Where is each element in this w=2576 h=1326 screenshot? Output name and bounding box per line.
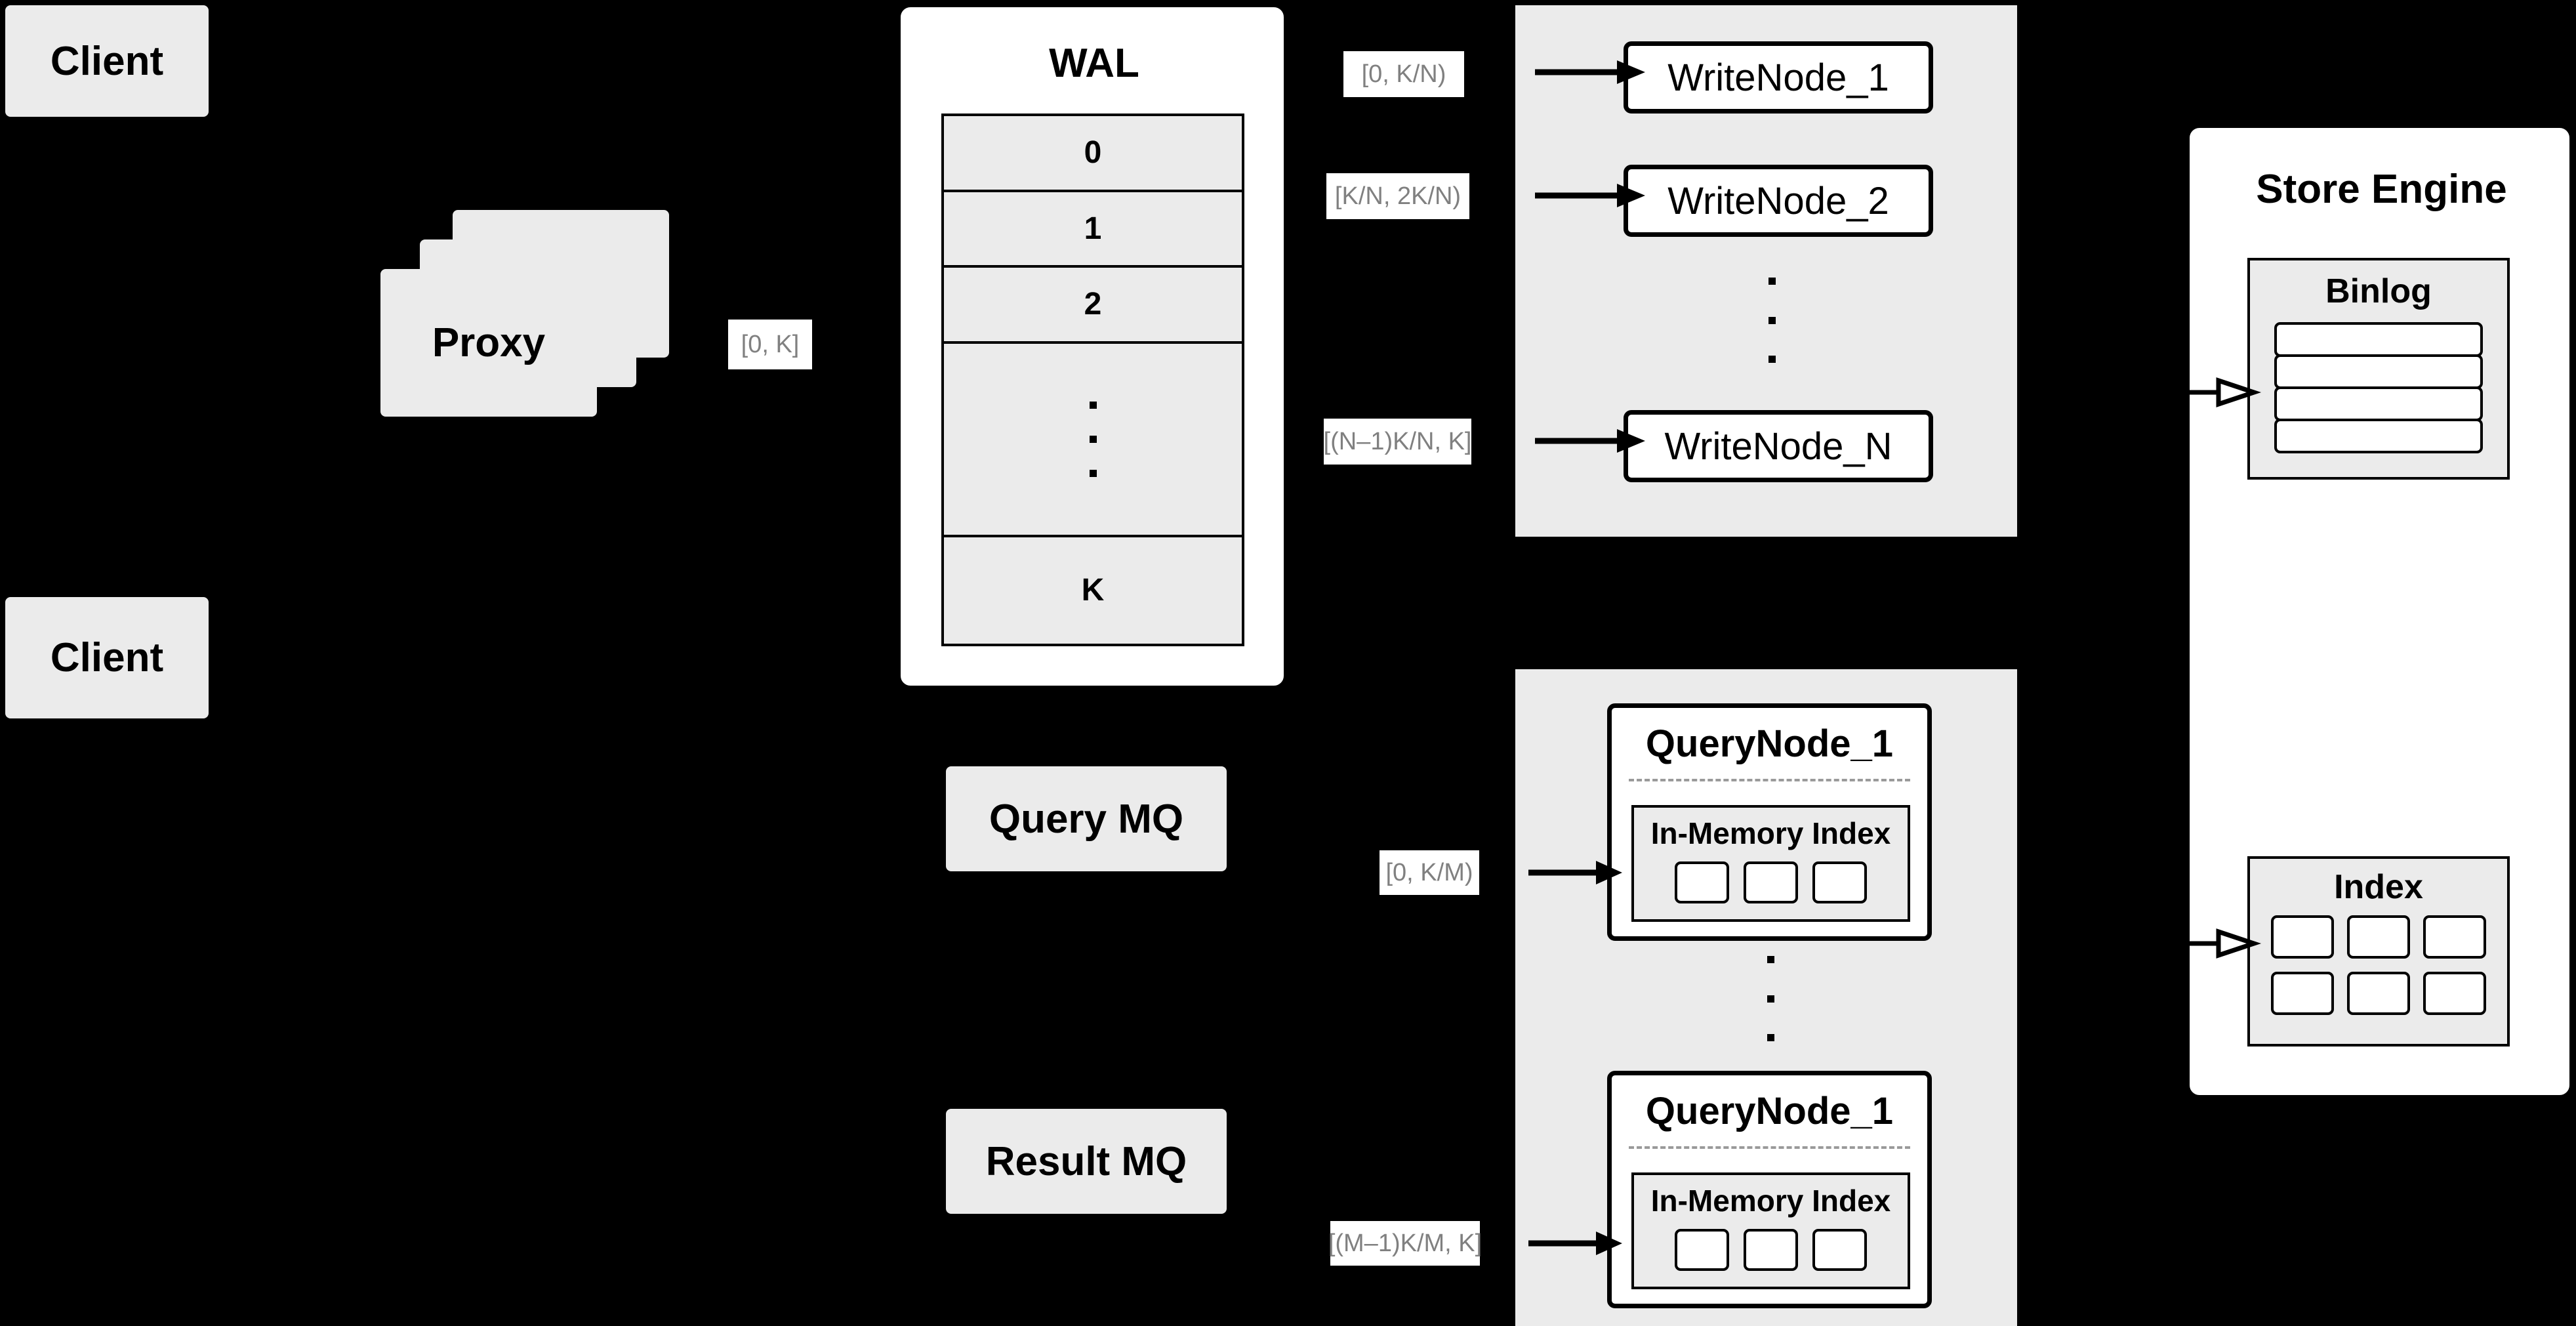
store-engine-panel: Store Engine Binlog Index	[2188, 126, 2571, 1097]
query-node-2[interactable]: QueryNode_1 In-Memory Index	[1607, 1071, 1932, 1308]
write-node-1-label: WriteNode_1	[1667, 56, 1889, 99]
wal-table: 0 1 2 K	[941, 114, 1244, 646]
query-node-2-divider	[1629, 1146, 1910, 1149]
edge-label-write-2: [K/N, 2K/N)	[1326, 173, 1469, 219]
write-node-n-label: WriteNode_N	[1664, 425, 1892, 468]
query-node-2-title: QueryNode_1	[1645, 1089, 1894, 1132]
in-memory-index-title-2: In-Memory Index	[1650, 1184, 1891, 1218]
index-segment-cell	[1812, 861, 1867, 903]
wal-ellipsis-icon	[1089, 401, 1097, 477]
write-node-group: WriteNode_1 WriteNode_2 WriteNode_N	[1515, 5, 2017, 537]
wal-title: WAL	[1049, 40, 1139, 86]
store-index-cell	[2271, 972, 2334, 1015]
index-segment-cell	[1744, 1229, 1798, 1271]
binlog-entry	[2274, 354, 2483, 389]
store-index-cell	[2271, 915, 2334, 959]
proxy-stack[interactable]: Proxy	[380, 210, 682, 433]
query-node-ellipsis-icon	[1767, 956, 1774, 1041]
arrow-to-write-node-1	[1535, 60, 1645, 84]
store-index-title: Index	[2334, 868, 2423, 906]
wal-row-1: 1	[944, 192, 1242, 268]
client-node-2[interactable]: Client	[5, 597, 209, 718]
binlog-panel: Binlog	[2247, 258, 2510, 480]
client-label-2: Client	[50, 635, 164, 680]
arrow-to-store-index	[2186, 928, 2262, 959]
query-mq-label: Query MQ	[989, 796, 1184, 842]
proxy-label: Proxy	[432, 320, 546, 365]
query-node-group: QueryNode_1 In-Memory Index	[1515, 669, 2017, 1326]
binlog-entry	[2274, 419, 2483, 453]
index-segment-cell	[1675, 1229, 1729, 1271]
index-segment-cell	[1675, 861, 1729, 903]
arrow-to-query-node-1	[1528, 861, 1622, 884]
binlog-title: Binlog	[2325, 272, 2432, 310]
query-node-2-in-memory-index: In-Memory Index	[1631, 1172, 1910, 1289]
index-segment-cell	[1812, 1229, 1867, 1271]
query-node-1-divider	[1629, 779, 1910, 781]
result-mq-label: Result MQ	[985, 1138, 1187, 1184]
wal-row-2: 2	[944, 268, 1242, 344]
store-index-panel: Index	[2247, 856, 2510, 1046]
arrow-to-query-node-2	[1528, 1232, 1622, 1255]
store-index-cell	[2347, 915, 2410, 959]
arrow-to-binlog	[2186, 377, 2262, 407]
edge-label-text: [0, K]	[741, 331, 800, 358]
write-node-ellipsis-icon	[1768, 278, 1776, 363]
edge-label-proxy-to-wal: [0, K]	[728, 320, 812, 369]
binlog-entry	[2274, 386, 2483, 421]
query-mq-node[interactable]: Query MQ	[946, 766, 1227, 871]
write-node-n[interactable]: WriteNode_N	[1624, 410, 1933, 482]
index-segment-cell	[1744, 861, 1798, 903]
arrow-to-write-node-n	[1535, 429, 1645, 453]
wal-row-ellipsis	[944, 343, 1242, 537]
client-node-1[interactable]: Client	[5, 5, 209, 117]
in-memory-index-title-1: In-Memory Index	[1650, 816, 1891, 850]
store-index-cell	[2423, 915, 2486, 959]
proxy-card-front[interactable]: Proxy	[380, 269, 597, 417]
query-node-1-title: QueryNode_1	[1645, 722, 1894, 765]
edge-label-write-n: [(N–1)K/N, K]	[1324, 419, 1471, 465]
store-index-cell	[2347, 972, 2410, 1015]
edge-label-query-1: [0, K/M)	[1380, 850, 1479, 895]
store-engine-title: Store Engine	[2256, 166, 2507, 212]
query-node-1-in-memory-index: In-Memory Index	[1631, 805, 1910, 922]
write-node-2-label: WriteNode_2	[1667, 179, 1889, 222]
wal-row-0: 0	[944, 116, 1242, 192]
wal-row-k: K	[944, 537, 1242, 644]
wal-panel: WAL 0 1 2 K	[899, 5, 1286, 688]
arrow-to-write-node-2	[1535, 184, 1645, 207]
edge-label-query-m: [(M–1)K/M, K]	[1328, 1221, 1482, 1266]
query-node-1[interactable]: QueryNode_1 In-Memory Index	[1607, 703, 1932, 941]
client-label-1: Client	[50, 38, 164, 84]
edge-label-write-1: [0, K/N)	[1343, 51, 1464, 97]
binlog-entry	[2274, 322, 2483, 357]
write-node-1[interactable]: WriteNode_1	[1624, 41, 1933, 114]
write-node-2[interactable]: WriteNode_2	[1624, 165, 1933, 237]
result-mq-node[interactable]: Result MQ	[946, 1109, 1227, 1214]
store-index-cell	[2423, 972, 2486, 1015]
